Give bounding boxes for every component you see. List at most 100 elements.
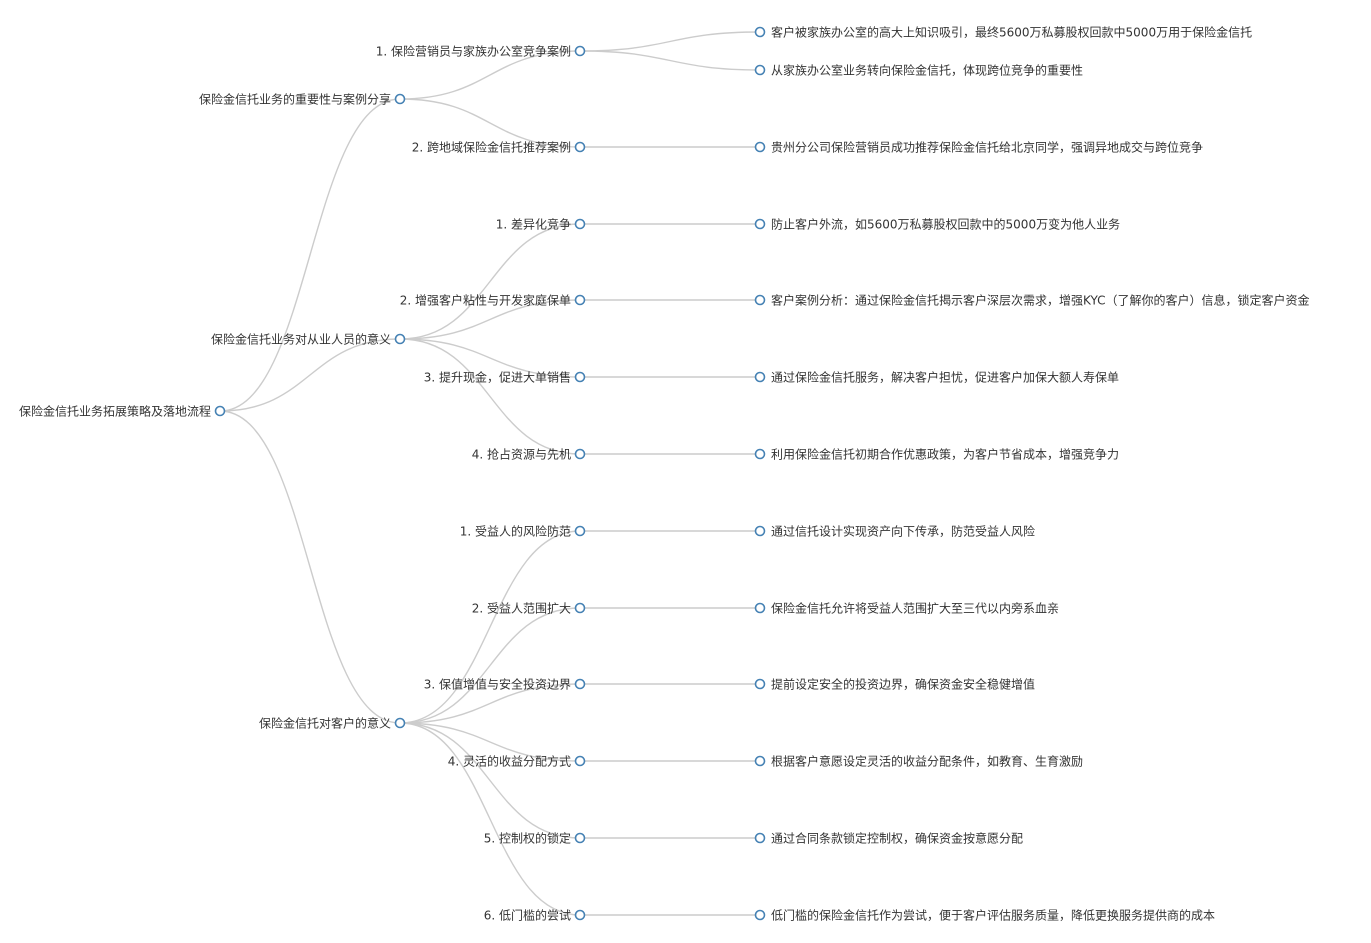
detail-node[interactable]: 通过保险金信托服务，解决客户担忧，促进客户加保大额人寿保单 — [754, 370, 1120, 385]
subtopic-node-label: 4. 灵活的收益分配方式 — [448, 754, 571, 769]
topic-node-label: 保险金信托对客户的意义 — [259, 716, 391, 731]
subtopic-node[interactable]: 1. 差异化竞争 — [496, 218, 586, 232]
node-toggle-dot[interactable] — [754, 909, 766, 921]
subtopic-node-label: 3. 提升现金，促进大单销售 — [424, 370, 571, 385]
node-toggle-dot[interactable] — [754, 294, 766, 306]
node-toggle-dot[interactable] — [394, 333, 406, 345]
node-toggle-dot[interactable] — [574, 832, 586, 844]
topic-node[interactable]: 保险金信托对客户的意义 — [259, 716, 406, 731]
branch-link — [399, 722, 581, 839]
detail-node-label: 防止客户外流，如5600万私募股权回款中的5000万变为他人业务 — [771, 217, 1120, 232]
node-toggle-dot[interactable] — [574, 678, 586, 690]
topic-node-label: 保险金信托业务对从业人员的意义 — [211, 332, 391, 347]
branch-link — [399, 338, 581, 378]
node-toggle-dot[interactable] — [754, 525, 766, 537]
subtopic-node[interactable]: 4. 灵活的收益分配方式 — [448, 754, 586, 769]
branch-link — [219, 98, 401, 412]
branch-link — [399, 722, 581, 916]
branch-link — [399, 50, 581, 100]
node-toggle-dot[interactable] — [574, 448, 586, 460]
detail-node[interactable]: 从家族办公室业务转向保险金信托，体现跨位竞争的重要性 — [754, 63, 1084, 78]
subtopic-node[interactable]: 1. 受益人的风险防范 — [460, 524, 586, 539]
nodes-layer: 客户被家族办公室的高大上知识吸引，最终5600万私募股权回款中5000万用于保险… — [19, 25, 1310, 923]
branch-link — [399, 223, 581, 340]
subtopic-node[interactable]: 6. 低门槛的尝试 — [484, 908, 586, 923]
branch-link — [399, 530, 581, 724]
node-toggle-dot[interactable] — [574, 755, 586, 767]
detail-node-label: 保险金信托允许将受益人范围扩大至三代以内旁系血亲 — [771, 601, 1059, 616]
node-toggle-dot[interactable] — [754, 141, 766, 153]
node-toggle-dot[interactable] — [574, 525, 586, 537]
subtopic-node-label: 2. 增强客户粘性与开发家庭保单 — [400, 293, 571, 308]
node-toggle-dot[interactable] — [574, 218, 586, 230]
subtopic-node-label: 3. 保值增值与安全投资边界 — [424, 677, 571, 692]
subtopic-node[interactable]: 5. 控制权的锁定 — [484, 831, 586, 846]
node-toggle-dot[interactable] — [574, 909, 586, 921]
branch-link — [399, 683, 581, 724]
detail-node[interactable]: 贵州分公司保险营销员成功推荐保险金信托给北京同学，强调异地成交与跨位竞争 — [754, 140, 1204, 155]
branch-link — [399, 98, 581, 148]
links-layer — [219, 31, 761, 916]
node-toggle-dot[interactable] — [574, 602, 586, 614]
subtopic-node-label: 2. 跨地域保险金信托推荐案例 — [412, 140, 571, 155]
node-toggle-dot[interactable] — [394, 717, 406, 729]
topic-node[interactable]: 保险金信托业务对从业人员的意义 — [211, 332, 406, 347]
detail-node-label: 提前设定安全的投资边界，确保资金安全稳健增值 — [771, 677, 1035, 692]
branch-link — [399, 722, 581, 762]
branch-link — [579, 31, 761, 52]
subtopic-node-label: 4. 抢占资源与先机 — [472, 447, 571, 462]
detail-node[interactable]: 防止客户外流，如5600万私募股权回款中的5000万变为他人业务 — [754, 217, 1121, 232]
node-toggle-dot[interactable] — [394, 93, 406, 105]
subtopic-node-label: 1. 差异化竞争 — [496, 218, 571, 232]
subtopic-node[interactable]: 3. 提升现金，促进大单销售 — [424, 370, 586, 385]
subtopic-node[interactable]: 2. 受益人范围扩大 — [472, 602, 586, 616]
branch-link — [579, 50, 761, 71]
subtopic-node[interactable]: 3. 保值增值与安全投资边界 — [424, 677, 586, 692]
node-toggle-dot[interactable] — [754, 832, 766, 844]
subtopic-node-label: 2. 受益人范围扩大 — [472, 602, 571, 616]
node-toggle-dot[interactable] — [574, 371, 586, 383]
detail-node[interactable]: 保险金信托允许将受益人范围扩大至三代以内旁系血亲 — [754, 601, 1060, 616]
subtopic-node-label: 6. 低门槛的尝试 — [484, 908, 571, 923]
detail-node[interactable]: 通过信托设计实现资产向下传承，防范受益人风险 — [754, 524, 1036, 539]
subtopic-node-label: 1. 受益人的风险防范 — [460, 524, 571, 539]
detail-node[interactable]: 客户被家族办公室的高大上知识吸引，最终5600万私募股权回款中5000万用于保险… — [754, 25, 1253, 40]
node-toggle-dot[interactable] — [754, 64, 766, 76]
subtopic-node-label: 1. 保险营销员与家族办公室竞争案例 — [376, 44, 571, 59]
detail-node-label: 客户被家族办公室的高大上知识吸引，最终5600万私募股权回款中5000万用于保险… — [771, 25, 1252, 40]
subtopic-node[interactable]: 4. 抢占资源与先机 — [472, 447, 586, 462]
node-toggle-dot[interactable] — [574, 294, 586, 306]
detail-node[interactable]: 提前设定安全的投资边界，确保资金安全稳健增值 — [754, 677, 1036, 692]
subtopic-node[interactable]: 1. 保险营销员与家族办公室竞争案例 — [376, 44, 586, 59]
node-toggle-dot[interactable] — [574, 141, 586, 153]
subtopic-node[interactable]: 2. 增强客户粘性与开发家庭保单 — [400, 293, 586, 308]
node-toggle-dot[interactable] — [754, 678, 766, 690]
branch-link — [219, 410, 401, 724]
root-node[interactable]: 保险金信托业务拓展策略及落地流程 — [19, 404, 226, 419]
branch-link — [399, 338, 581, 455]
branch-link — [219, 338, 401, 412]
branch-link — [399, 607, 581, 724]
detail-node[interactable]: 利用保险金信托初期合作优惠政策，为客户节省成本，增强竞争力 — [754, 447, 1120, 462]
node-toggle-dot[interactable] — [754, 448, 766, 460]
topic-node-label: 保险金信托业务的重要性与案例分享 — [199, 92, 391, 107]
detail-node-label: 通过信托设计实现资产向下传承，防范受益人风险 — [771, 524, 1035, 539]
detail-node[interactable]: 客户案例分析：通过保险金信托揭示客户深层次需求，增强KYC（了解你的客户）信息，… — [754, 293, 1310, 308]
detail-node[interactable]: 根据客户意愿设定灵活的收益分配条件，如教育、生育激励 — [754, 754, 1084, 769]
subtopic-node-label: 5. 控制权的锁定 — [484, 831, 571, 846]
root-node-label: 保险金信托业务拓展策略及落地流程 — [19, 404, 211, 419]
node-toggle-dot[interactable] — [754, 602, 766, 614]
node-toggle-dot[interactable] — [754, 755, 766, 767]
subtopic-node[interactable]: 2. 跨地域保险金信托推荐案例 — [412, 140, 586, 155]
node-toggle-dot[interactable] — [754, 218, 766, 230]
detail-node[interactable]: 低门槛的保险金信托作为尝试，便于客户评估服务质量，降低更换服务提供商的成本 — [754, 908, 1216, 923]
topic-node[interactable]: 保险金信托业务的重要性与案例分享 — [199, 92, 406, 107]
node-toggle-dot[interactable] — [214, 405, 226, 417]
detail-node[interactable]: 通过合同条款锁定控制权，确保资金按意愿分配 — [754, 831, 1024, 846]
node-toggle-dot[interactable] — [754, 371, 766, 383]
node-toggle-dot[interactable] — [754, 26, 766, 38]
detail-node-label: 贵州分公司保险营销员成功推荐保险金信托给北京同学，强调异地成交与跨位竞争 — [771, 140, 1203, 155]
detail-node-label: 利用保险金信托初期合作优惠政策，为客户节省成本，增强竞争力 — [771, 447, 1119, 462]
node-toggle-dot[interactable] — [574, 45, 586, 57]
